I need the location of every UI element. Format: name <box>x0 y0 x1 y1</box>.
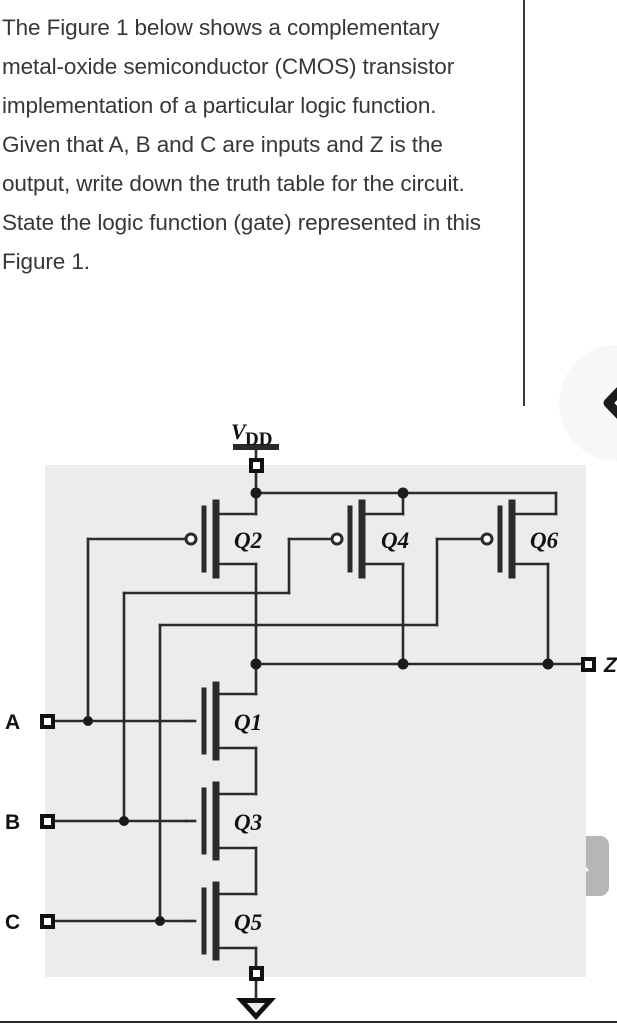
label-q1: Q1 <box>234 710 262 735</box>
label-vdd-main: V <box>231 419 248 444</box>
label-q2: Q2 <box>234 528 262 553</box>
label-input-a: A <box>5 711 20 734</box>
chevron-left-icon <box>594 372 617 434</box>
label-output-z: Z <box>603 654 617 677</box>
label-q4: Q4 <box>381 528 409 553</box>
label-q6: Q6 <box>530 528 559 553</box>
label-input-c: C <box>5 911 20 934</box>
ground-icon <box>236 998 276 1020</box>
label-q5: Q5 <box>234 910 262 935</box>
label-q3: Q3 <box>234 810 262 835</box>
pmos-bubble-q4 <box>330 532 344 546</box>
junction-dots <box>83 487 554 926</box>
bottom-divider <box>0 1021 617 1023</box>
figure-1-cmos-circuit: V DD Q2 Q4 Q6 Q1 Q3 Q5 A B C Z <box>0 400 617 1020</box>
pmos-bubble-q2 <box>184 532 198 546</box>
label-vdd-sub: DD <box>245 429 272 450</box>
pmos-bubble-q6 <box>480 532 494 546</box>
cmos-circuit-schematic: V DD Q2 Q4 Q6 Q1 Q3 Q5 A B C Z <box>5 419 617 1020</box>
terminal-squares <box>40 458 596 981</box>
vertical-divider <box>523 0 525 406</box>
question-text: The Figure 1 below shows a complementary… <box>2 15 488 274</box>
label-input-b: B <box>5 811 20 834</box>
